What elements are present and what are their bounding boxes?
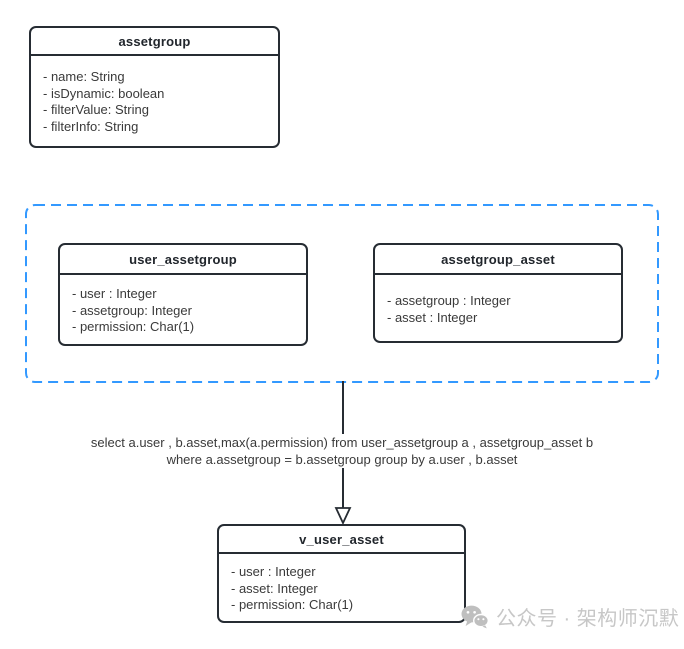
class-fields-assetgroup: - name: String - isDynamic: boolean - fi… <box>31 56 278 135</box>
field-row: - asset: Integer <box>231 580 318 596</box>
field-row: - isDynamic: boolean <box>43 85 165 101</box>
sql-annotation-line1: select a.user , b.asset,max(a.permission… <box>90 435 594 450</box>
class-box-assetgroup: assetgroup - name: String - isDynamic: b… <box>29 26 280 148</box>
watermark-text: 公众号 · 架构师沉默 <box>496 608 680 630</box>
field-row: - user : Integer <box>72 286 157 301</box>
field-row: - filterValue: String <box>43 102 149 117</box>
field-row: - asset : Integer <box>387 309 478 325</box>
class-title-assetgroup: assetgroup <box>31 28 278 56</box>
field-row: - permission: Char(1) <box>231 597 354 612</box>
sql-annotation-line2: where a.assetgroup = b.assetgroup group … <box>166 452 518 467</box>
class-fields-assetgroup-asset: - assetgroup : Integer - asset : Integer <box>375 275 621 326</box>
class-box-assetgroup-asset: assetgroup_asset - assetgroup : Integer … <box>373 243 623 343</box>
class-fields-user-assetgroup: - user : Integer - assetgroup: Integer -… <box>60 275 306 336</box>
wechat-icon <box>461 605 489 629</box>
class-box-v-user-asset: v_user_asset - user : Integer - asset: I… <box>217 524 466 623</box>
class-title-v-user-asset: v_user_asset <box>219 526 464 554</box>
class-fields-v-user-asset: - user : Integer - asset: Integer - perm… <box>219 554 464 614</box>
field-row: - name: String <box>43 69 125 84</box>
sql-annotation: select a.user , b.asset,max(a.permission… <box>0 434 684 468</box>
watermark: 公众号 · 架构师沉默 <box>461 602 679 631</box>
class-title-assetgroup-asset: assetgroup_asset <box>375 245 621 275</box>
field-row: - assetgroup: Integer <box>72 302 192 318</box>
field-row: - filterInfo: String <box>43 118 139 134</box>
class-title-user-assetgroup: user_assetgroup <box>60 245 306 275</box>
field-row: - assetgroup : Integer <box>387 293 511 308</box>
field-row: - user : Integer <box>231 564 316 579</box>
field-row: - permission: Char(1) <box>72 319 195 334</box>
class-box-user-assetgroup: user_assetgroup - user : Integer - asset… <box>58 243 308 346</box>
